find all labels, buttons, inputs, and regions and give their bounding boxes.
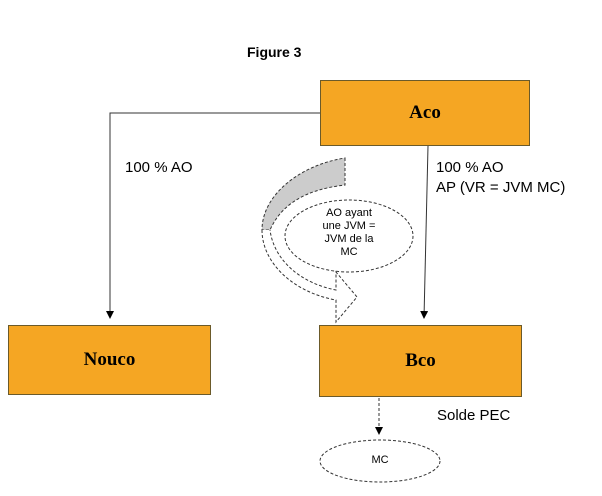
transfer-note-line3: JVM de la	[324, 233, 374, 245]
curved-arrow-tail	[261, 229, 358, 324]
edge-label-aco-bco-line2: AP (VR = JVM MC)	[436, 179, 566, 196]
transfer-note-line2: une JVM =	[322, 220, 376, 232]
node-nouco: Nouco	[8, 325, 211, 395]
aco-to-bco-connector	[420, 145, 429, 319]
transfer-note-text: AO ayant une JVM = JVM de la MC	[290, 207, 408, 259]
node-bco: Bco	[319, 325, 522, 397]
mc-ellipse	[319, 439, 441, 483]
figure-title: Figure 3	[247, 44, 302, 60]
transfer-note-line4: MC	[340, 246, 358, 258]
edge-label-aco-nouco: 100 % AO	[125, 159, 193, 176]
node-aco: Aco	[320, 80, 530, 146]
aco-to-nouco-connector	[106, 112, 320, 319]
edge-label-bco-mc: Solde PEC	[437, 407, 511, 424]
transfer-note-ellipse	[284, 199, 414, 273]
edge-label-aco-bco-line1: 100 % AO	[436, 159, 504, 176]
transfer-note-line1: AO ayant	[326, 207, 372, 219]
mc-label: MC	[371, 454, 389, 466]
curved-transfer-arrow	[261, 157, 358, 324]
